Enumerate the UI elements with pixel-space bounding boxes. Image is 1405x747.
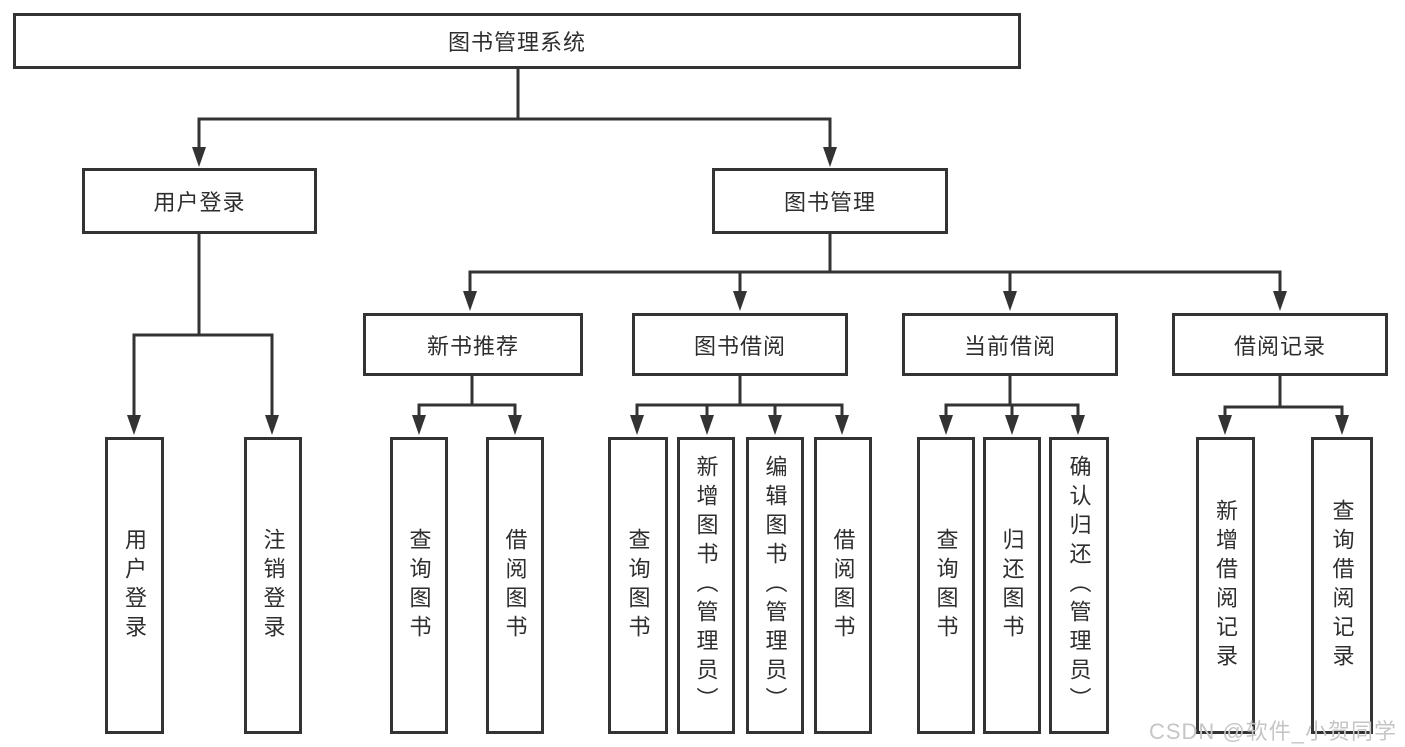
node-label: 查询图书 — [625, 527, 651, 644]
node-label: 编辑图书（管理员） — [762, 455, 788, 716]
node-book-management: 图书管理 — [712, 168, 948, 234]
node-library-system: 图书管理系统 — [13, 13, 1021, 69]
leaf-rec-query-books: 查询图书 — [390, 437, 448, 734]
node-label: 用户登录 — [122, 527, 148, 644]
watermark: CSDN @软件_小贺同学 — [1148, 719, 1397, 744]
node-current-borrowing: 当前借阅 — [902, 313, 1118, 376]
leaf-borrow-query-books: 查询图书 — [608, 437, 668, 734]
node-label: 新增借阅记录 — [1213, 498, 1239, 673]
node-label: 借阅图书 — [830, 527, 856, 644]
leaf-logout: 注销登录 — [244, 437, 302, 734]
leaf-record-query-borrow-record: 查询借阅记录 — [1311, 437, 1373, 734]
node-label: 确认归还（管理员） — [1066, 455, 1092, 716]
node-label: 借阅图书 — [502, 527, 528, 644]
node-label: 查询图书 — [933, 527, 959, 644]
node-label: 归还图书 — [999, 527, 1025, 644]
node-borrowing-records: 借阅记录 — [1172, 313, 1388, 376]
node-label: 查询图书 — [406, 527, 432, 644]
node-label: 图书管理 — [783, 190, 876, 215]
leaf-current-return-books: 归还图书 — [983, 437, 1041, 734]
leaf-current-query-books: 查询图书 — [917, 437, 975, 734]
leaf-borrow-edit-books-admin: 编辑图书（管理员） — [746, 437, 804, 734]
node-label: 新书推荐 — [426, 333, 519, 359]
node-label: 用户登录 — [153, 190, 246, 215]
node-label: 图书借阅 — [693, 333, 786, 359]
node-label: 注销登录 — [260, 527, 286, 644]
leaf-borrow-borrow-books: 借阅图书 — [814, 437, 872, 734]
leaf-user-login: 用户登录 — [105, 437, 164, 734]
node-book-borrowing: 图书借阅 — [632, 313, 848, 376]
node-label: 图书管理系统 — [447, 30, 586, 55]
node-label: 当前借阅 — [963, 333, 1056, 359]
node-user-login: 用户登录 — [82, 168, 317, 234]
node-new-book-recommendation: 新书推荐 — [363, 313, 583, 376]
node-label: 查询借阅记录 — [1329, 498, 1355, 673]
leaf-record-add-borrow-record: 新增借阅记录 — [1196, 437, 1255, 734]
node-label: 借阅记录 — [1233, 333, 1326, 359]
node-label: 新增图书（管理员） — [693, 455, 719, 716]
leaf-rec-borrow-books: 借阅图书 — [486, 437, 544, 734]
leaf-borrow-add-books-admin: 新增图书（管理员） — [677, 437, 735, 734]
leaf-current-confirm-return-admin: 确认归还（管理员） — [1049, 437, 1109, 734]
